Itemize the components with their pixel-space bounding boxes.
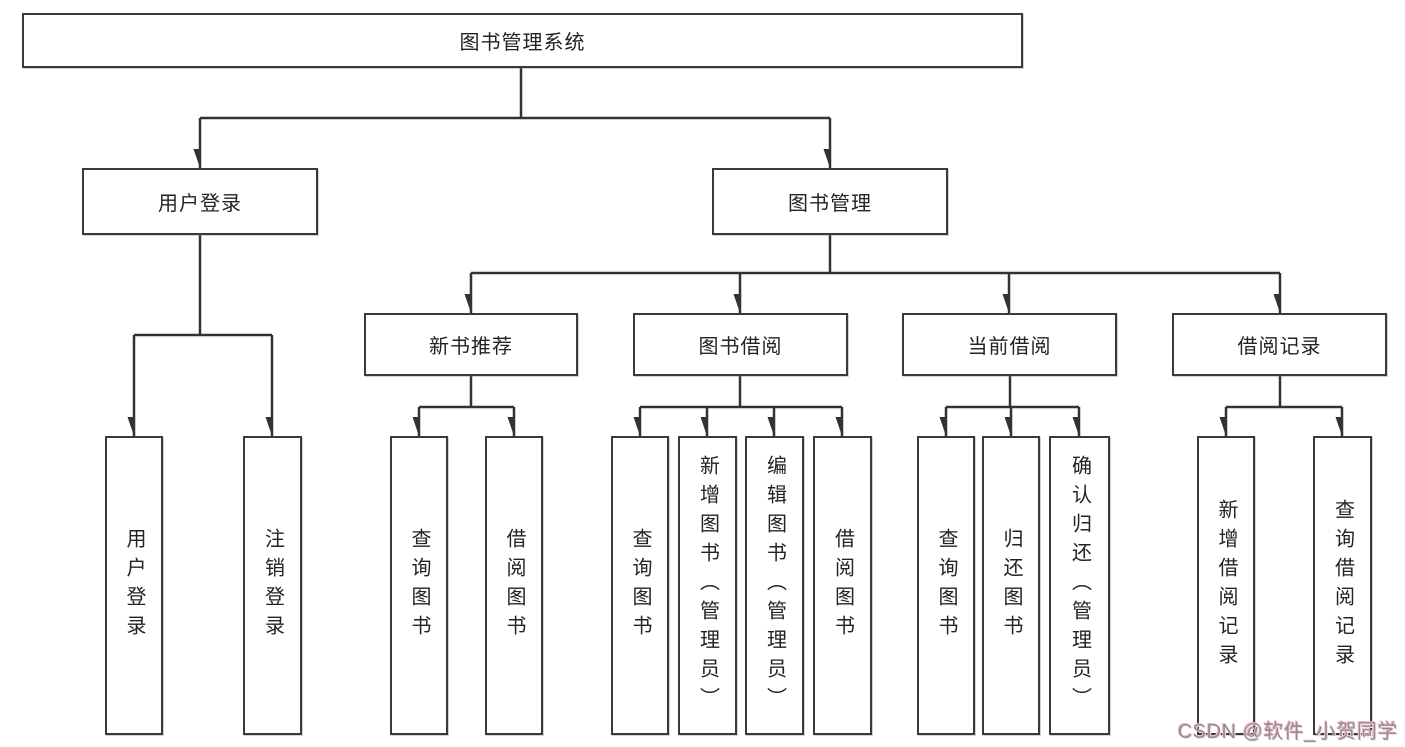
node-root-system: 图书管理系统 xyxy=(22,13,1023,68)
leaf-return-book: 归还图书 xyxy=(982,436,1040,735)
leaf-query-book: 查询图书 xyxy=(611,436,669,735)
leaf-logout: 注销登录 xyxy=(243,436,302,735)
leaf-borrow-book: 借阅图书 xyxy=(813,436,872,735)
leaf-user-login: 用户登录 xyxy=(105,436,163,735)
leaf-query-book: 查询图书 xyxy=(390,436,448,735)
leaf-add-borrow-record: 新增借阅记录 xyxy=(1197,436,1255,735)
leaf-add-book-admin: 新增图书（管理员） xyxy=(678,436,737,735)
node-new-book-recommend: 新书推荐 xyxy=(364,313,578,376)
leaf-query-borrow-record: 查询借阅记录 xyxy=(1313,436,1372,735)
csdn-watermark: CSDN @软件_小贺同学 xyxy=(1177,721,1398,743)
node-user-login: 用户登录 xyxy=(82,168,318,235)
leaf-edit-book-admin: 编辑图书（管理员） xyxy=(745,436,804,735)
node-book-management: 图书管理 xyxy=(712,168,948,235)
leaf-borrow-book: 借阅图书 xyxy=(485,436,543,735)
leaf-confirm-return-admin: 确认归还（管理员） xyxy=(1049,436,1110,735)
leaf-query-book: 查询图书 xyxy=(917,436,975,735)
node-borrow-record: 借阅记录 xyxy=(1172,313,1387,376)
node-current-borrow: 当前借阅 xyxy=(902,313,1117,376)
node-book-borrow: 图书借阅 xyxy=(633,313,848,376)
